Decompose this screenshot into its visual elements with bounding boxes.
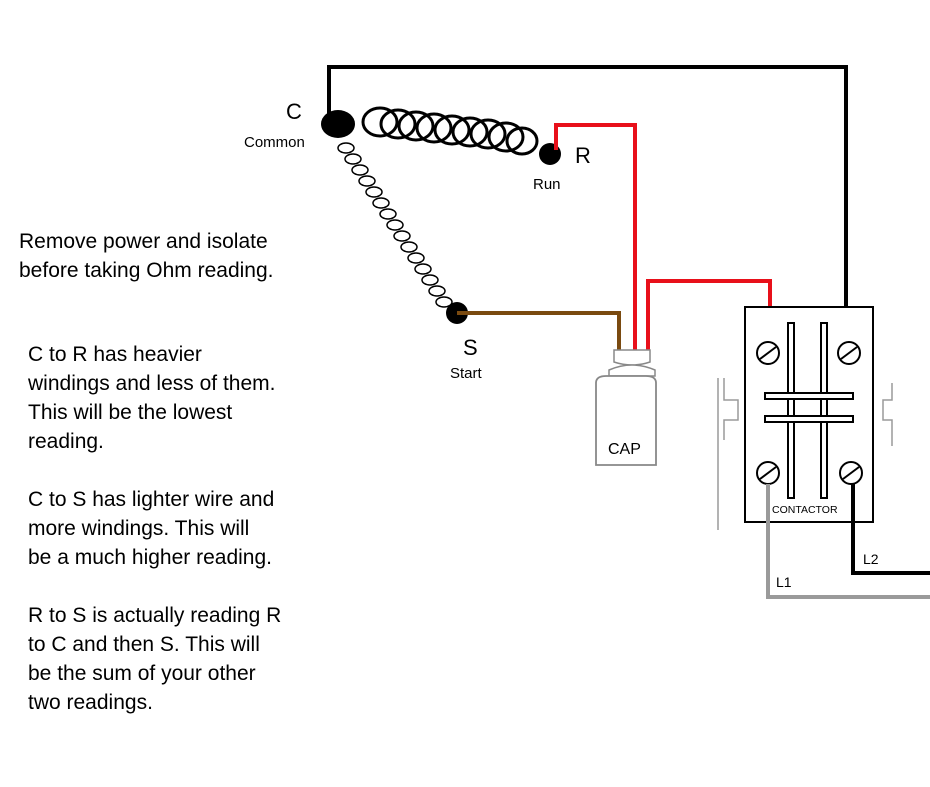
start-label: Start	[450, 365, 483, 382]
start-winding	[337, 142, 453, 308]
contactor-screw-top-left	[756, 341, 780, 365]
contactor-side-brackets	[717, 378, 893, 530]
contactor-screw-bottom-left	[756, 461, 780, 485]
l2-label: L2	[863, 551, 879, 567]
start-wire	[457, 311, 621, 350]
contactor-screw-top-right	[837, 341, 861, 365]
l2-wire	[851, 484, 930, 575]
run-wire	[554, 123, 637, 350]
capacitor-label: CAP	[608, 441, 641, 458]
r-to-s-note: R to S is actually reading R to C and th…	[28, 604, 282, 714]
run-letter: R	[575, 143, 591, 168]
contactor	[717, 306, 893, 530]
common-terminal	[321, 110, 355, 138]
contactor-screw-bottom-right	[839, 461, 863, 485]
l1-wire	[766, 484, 930, 599]
contactor-label: CONTACTOR	[772, 504, 838, 516]
warning-note: Remove power and isolate before taking O…	[19, 230, 274, 282]
run-winding	[361, 106, 539, 156]
capacitor	[595, 349, 657, 466]
c-to-r-note: C to R has heavier windings and less of …	[28, 343, 276, 453]
l1-label: L1	[776, 574, 792, 590]
common-label: Common	[244, 134, 305, 151]
start-letter: S	[463, 335, 478, 360]
run-label: Run	[533, 176, 561, 193]
common-letter: C	[286, 99, 302, 124]
c-to-s-note: C to S has lighter wire and more winding…	[28, 488, 275, 569]
common-wire	[327, 65, 848, 345]
